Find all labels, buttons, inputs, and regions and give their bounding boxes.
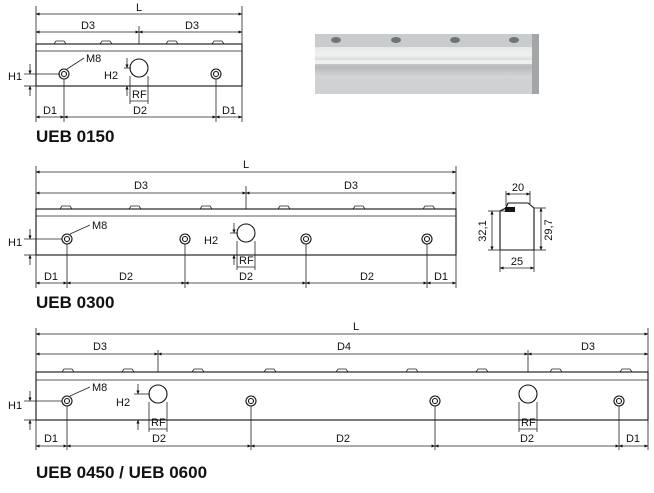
ueb0300-D1-right-label: D1	[434, 271, 448, 283]
ueb0150-D1-left-label: D1	[43, 105, 57, 117]
ueb0150-D3-right-label: D3	[185, 20, 199, 32]
profile-left-height: 32,1	[477, 220, 489, 241]
ueb0300-RF-label: RF	[239, 255, 254, 267]
ueb0300-L-label: L	[243, 159, 249, 171]
profile-width-dimension: 25	[511, 256, 523, 268]
ueb0300-D2-label-1: D2	[119, 271, 133, 283]
ueb0300-H2-label: H2	[204, 235, 218, 247]
ueb0150-title: UEB 0150	[36, 127, 114, 146]
ueb0450-L-label: L	[353, 321, 359, 333]
ueb0300-D3-right-label: D3	[344, 180, 358, 192]
ueb0300-title: UEB 0300	[36, 293, 114, 312]
ueb0450-rail-body	[35, 371, 649, 421]
ueb0300-D1-left-label: D1	[44, 271, 58, 283]
profile-right-height: 29,7	[543, 219, 555, 240]
ueb0150-L-label: L	[136, 2, 142, 14]
ueb0450-D4-label: D4	[337, 341, 351, 353]
ueb0300-H1-label: H1	[8, 237, 22, 249]
ueb0450-M8-label: M8	[92, 382, 107, 394]
ueb0150-center-hole	[129, 58, 149, 78]
ueb0300-drawing: L D3 D3 M8 H1 H2	[8, 159, 457, 312]
ueb0150-RF-label: RF	[132, 89, 147, 101]
ueb0450-RF-right-label: RF	[521, 417, 536, 429]
ueb0450-H1-label: H1	[8, 400, 22, 412]
ueb0450-D1-right-label: D1	[626, 433, 640, 445]
ueb0150-D1-right-label: D1	[222, 105, 236, 117]
product-photo	[315, 34, 539, 94]
profile-top-dimension: 20	[512, 182, 524, 194]
ueb0450-title: UEB 0450 / UEB 0600	[36, 463, 207, 482]
ueb0450-large-hole-left	[148, 384, 168, 404]
ueb0450-drawing: L D3 D4 D3 M8 H1	[8, 321, 649, 482]
ueb0150-D3-left-label: D3	[81, 20, 95, 32]
ueb0450-D2-label-1: D2	[152, 433, 166, 445]
profile-section: 20 32,1 29,7 25	[477, 182, 555, 272]
ueb0300-M8-label: M8	[92, 220, 107, 232]
ueb0450-D1-left-label: D1	[44, 433, 58, 445]
ueb0150-M8-label: M8	[86, 53, 101, 65]
ueb0150-drawing: L D3 D3 M8 H1 H2 RF	[8, 2, 243, 146]
ueb0450-H2-label: H2	[116, 397, 130, 409]
ueb0450-D2-label-3: D2	[520, 433, 534, 445]
ueb0450-RF-left-label: RF	[151, 417, 166, 429]
ueb0150-D2-label: D2	[133, 105, 147, 117]
ueb0450-D2-label-2: D2	[336, 433, 350, 445]
ueb0300-D3-left-label: D3	[134, 180, 148, 192]
ueb0150-H2-label: H2	[104, 70, 118, 82]
ueb0150-H1-label: H1	[8, 71, 22, 83]
ueb0450-large-hole-right	[518, 384, 538, 404]
ueb0450-D3-left-label: D3	[93, 341, 107, 353]
ueb0300-D2-label-2: D2	[239, 271, 253, 283]
ueb0300-D2-label-3: D2	[360, 271, 374, 283]
ueb0300-center-hole	[236, 223, 256, 243]
ueb0450-D3-right-label: D3	[581, 341, 595, 353]
